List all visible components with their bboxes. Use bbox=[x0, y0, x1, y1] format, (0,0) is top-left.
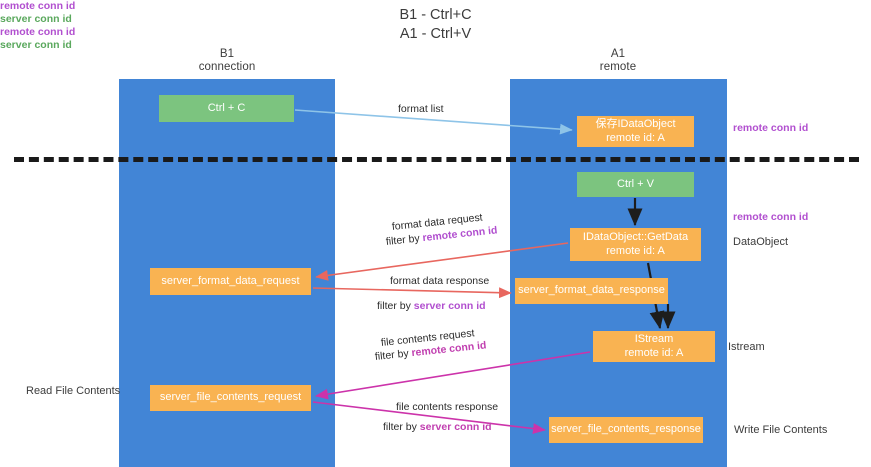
side-label-istream: Istream bbox=[728, 341, 765, 353]
edge-label-format-list: format list bbox=[398, 103, 444, 115]
side-label-read-file-contents: Read File Contents bbox=[26, 385, 121, 397]
node-server-file-contents-response-label: server_file_contents_response bbox=[551, 423, 701, 436]
node-save-idataobject-line1: 保存IDataObject bbox=[595, 118, 676, 130]
side-label-remote-conn-id-top: remote conn id bbox=[733, 122, 809, 134]
node-istream[interactable]: IStream remote id: A bbox=[593, 331, 715, 362]
node-ctrl-v[interactable]: Ctrl + V bbox=[577, 172, 694, 197]
edge-format-data-response bbox=[312, 287, 512, 299]
side-label-write-file-contents: Write File Contents bbox=[734, 424, 828, 436]
page-title: B1 - Ctrl+C A1 - Ctrl+V bbox=[0, 6, 871, 44]
side-label-remote-conn-id-left-bottom: remote conn id bbox=[0, 26, 76, 38]
column-header-b1: B1 connection bbox=[147, 48, 307, 74]
node-ctrl-c-label: Ctrl + C bbox=[207, 101, 246, 114]
node-idataobject-getdata-line2: remote id: A bbox=[606, 244, 665, 257]
node-idataobject-getdata[interactable]: IDataObject::GetData remote id: A bbox=[570, 228, 701, 261]
node-server-format-data-response-label: server_format_data_response bbox=[518, 284, 665, 297]
title-line-1: B1 - Ctrl+C bbox=[399, 7, 472, 23]
node-server-file-contents-request-label: server_file_contents_request bbox=[159, 391, 302, 404]
side-label-server-conn-id-left-mid: server conn id bbox=[0, 13, 72, 25]
filter-key-server-conn-id: server conn id bbox=[413, 300, 486, 312]
side-label-remote-conn-id-left-mid: remote conn id bbox=[0, 0, 76, 12]
side-label-remote-conn-id-mid: remote conn id bbox=[733, 211, 809, 223]
column-header-a1-name: A1 bbox=[610, 48, 626, 60]
edge-label-format-data-response: format data response bbox=[390, 275, 490, 287]
node-idataobject-getdata-line1: IDataObject::GetData bbox=[582, 231, 689, 243]
side-label-server-conn-id-left-bottom: server conn id bbox=[0, 39, 72, 51]
column-header-a1: A1 remote bbox=[538, 48, 698, 74]
section-divider bbox=[14, 157, 859, 162]
filter-prefix: filter by bbox=[383, 421, 420, 433]
edge-label-file-contents-response-filter: filter by server conn id bbox=[383, 421, 492, 434]
node-server-file-contents-response[interactable]: server_file_contents_response bbox=[549, 417, 703, 443]
node-save-idataobject[interactable]: 保存IDataObject remote id: A bbox=[577, 116, 694, 147]
node-ctrl-c[interactable]: Ctrl + C bbox=[159, 95, 294, 122]
node-istream-line2: remote id: A bbox=[624, 346, 684, 359]
node-server-format-data-request-label: server_format_data_request bbox=[161, 274, 300, 287]
node-server-format-data-response[interactable]: server_format_data_response bbox=[515, 278, 668, 304]
node-save-idataobject-line2: remote id: A bbox=[606, 131, 665, 144]
side-label-dataobject: DataObject bbox=[733, 236, 789, 248]
node-ctrl-v-label: Ctrl + V bbox=[617, 177, 654, 190]
title-line-2: A1 - Ctrl+V bbox=[399, 26, 472, 42]
side-label-group-mid: remote conn id server conn id bbox=[0, 0, 871, 26]
side-label-group-bottom: remote conn id server conn id bbox=[0, 26, 871, 52]
filter-prefix: filter by bbox=[374, 347, 413, 363]
node-server-format-data-request[interactable]: server_format_data_request bbox=[150, 268, 311, 295]
filter-prefix: filter by bbox=[385, 232, 424, 248]
node-server-file-contents-request[interactable]: server_file_contents_request bbox=[150, 385, 311, 411]
column-header-b1-name: B1 bbox=[219, 48, 235, 60]
column-header-a1-role: remote bbox=[599, 61, 637, 73]
edge-label-file-contents-response: file contents response bbox=[396, 401, 499, 413]
node-istream-line1: IStream bbox=[634, 333, 674, 345]
filter-key-server-conn-id: server conn id bbox=[419, 421, 492, 433]
filter-prefix: filter by bbox=[377, 300, 414, 312]
column-header-b1-role: connection bbox=[198, 61, 256, 73]
edge-label-format-data-response-filter: filter by server conn id bbox=[377, 300, 486, 313]
